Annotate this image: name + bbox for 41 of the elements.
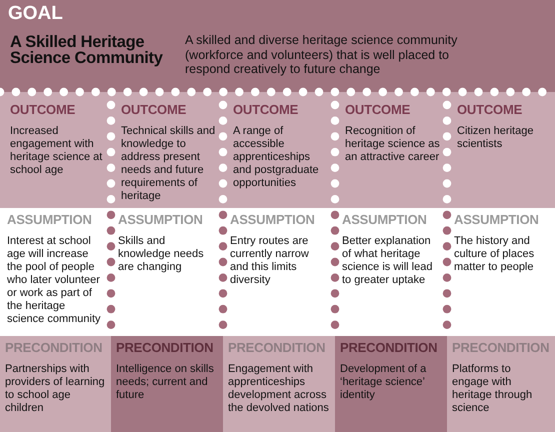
section-text: Better explanation of what heritage science is will lead to greater uptake [342, 235, 434, 287]
section-heading: OUTCOME [10, 102, 76, 117]
section-heading: ASSUMPTION [454, 212, 540, 227]
outcome-panel [447, 92, 555, 208]
section-text: Recognition of heritage science as an attractive career [345, 125, 441, 164]
section-heading: OUTCOME [121, 102, 188, 117]
section-text: Engagement with apprenticeships development across the devolved nations [228, 363, 329, 415]
goal-heading: GOAL [8, 3, 63, 25]
section-text: A range of accessible apprenticeships and postgraduate opportunities [233, 125, 320, 190]
section-text: Increased engagement with heritage science at school age [10, 125, 104, 177]
section-text: Technical skills and knowledge to address present needs and future requirements of heritage [121, 125, 216, 203]
section-text: Intelligence on skills needs; current and future [116, 363, 215, 402]
precondition-panel [111, 336, 223, 432]
section-heading: PRECONDITION [452, 340, 549, 355]
section-heading: ASSUMPTION [342, 212, 428, 227]
section-text: Partnerships with providers of learning to school age children [5, 363, 105, 415]
section-heading: PRECONDITION [340, 340, 438, 355]
precondition-panel [447, 336, 555, 432]
section-heading: PRECONDITION [5, 340, 104, 355]
goal-description: A skilled and diverse heritage science community (workforce and volunteers) that is well placed to respond creatively to future change [185, 33, 458, 76]
precondition-panel [223, 336, 335, 432]
section-text: The history and culture of places matter to people [454, 235, 536, 274]
precondition-panel [335, 336, 447, 432]
section-text: Entry routes are currently narrow and this limits diversity [230, 235, 310, 287]
section-heading: ASSUMPTION [7, 212, 93, 227]
section-text: Skills and knowledge needs are changing [118, 235, 205, 274]
section-heading: PRECONDITION [116, 340, 214, 355]
section-heading: PRECONDITION [228, 340, 326, 355]
section-text: Platforms to engage with heritage through science [452, 363, 534, 415]
section-heading: OUTCOME [457, 102, 524, 117]
section-heading: OUTCOME [233, 102, 300, 117]
goal-banner [0, 0, 555, 92]
section-heading: ASSUMPTION [118, 212, 204, 227]
outcome-panel [0, 92, 111, 208]
section-text: Citizen heritage scientists [457, 125, 534, 151]
section-text: Development of a ‘heritage science’ identity [340, 363, 428, 402]
precondition-panel [0, 336, 111, 432]
section-text: Interest at school age will increase the pool of people who later volunteer or work as part of the heritage science community [7, 235, 102, 326]
section-heading: OUTCOME [345, 102, 412, 117]
goal-title: A Skilled Heritage Science Community [10, 34, 164, 66]
section-heading: ASSUMPTION [230, 212, 316, 227]
